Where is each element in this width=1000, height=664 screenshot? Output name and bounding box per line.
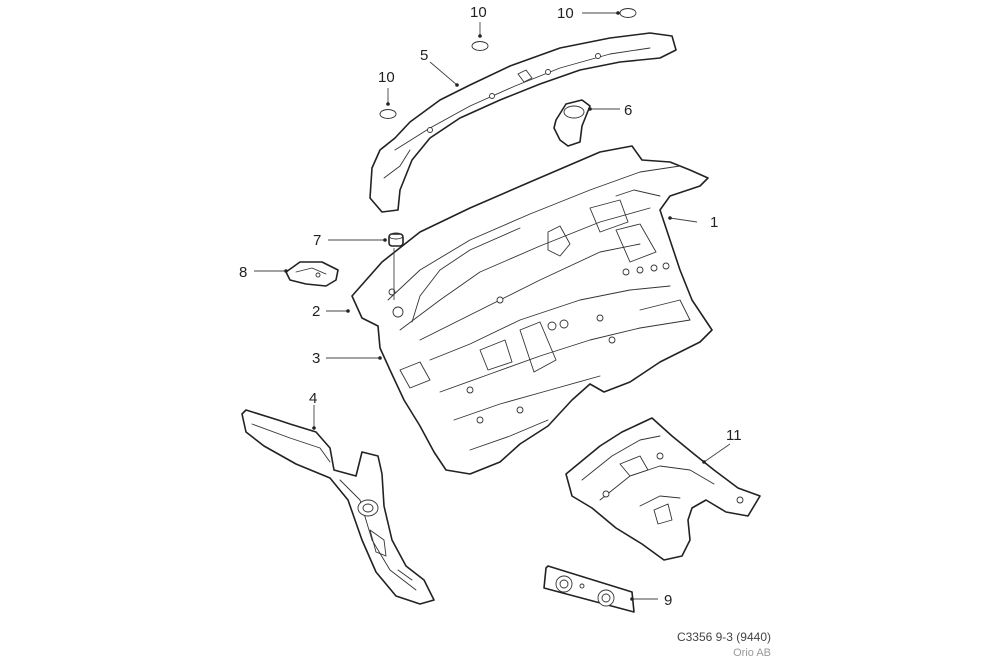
- part-10-ring-c: [619, 8, 637, 18]
- part-5-upper-rail: [369, 32, 677, 213]
- part-10-ring-b: [471, 41, 489, 51]
- callout-1: 1: [710, 214, 718, 231]
- callout-3: 3: [312, 350, 320, 367]
- part-9-plate: [543, 565, 635, 613]
- callout-4: 4: [309, 390, 317, 407]
- callout-5: 5: [420, 47, 428, 64]
- leader-lines: [254, 11, 731, 601]
- callout-2: 2: [312, 303, 320, 320]
- part-10-ring-a: [379, 109, 397, 119]
- callout-6: 6: [624, 102, 632, 119]
- part-4-side-panel: [241, 409, 435, 605]
- callout-7: 7: [313, 232, 321, 249]
- callout-11: 11: [726, 427, 742, 444]
- part-8-bracket: [285, 261, 339, 287]
- part-11-floor-section: [565, 417, 761, 561]
- copyright-owner: Orio AB: [733, 647, 771, 659]
- part-7-plug: [388, 232, 404, 247]
- diagram-code: C3356 9-3 (9440): [677, 630, 771, 644]
- part-1-bulkhead: [351, 145, 713, 475]
- callout-8: 8: [239, 264, 247, 281]
- callout-10b: 10: [470, 4, 487, 21]
- callout-10a: 10: [378, 69, 395, 86]
- callout-10c: 10: [557, 5, 574, 22]
- part-6-duct: [553, 99, 591, 147]
- callout-9: 9: [664, 592, 672, 609]
